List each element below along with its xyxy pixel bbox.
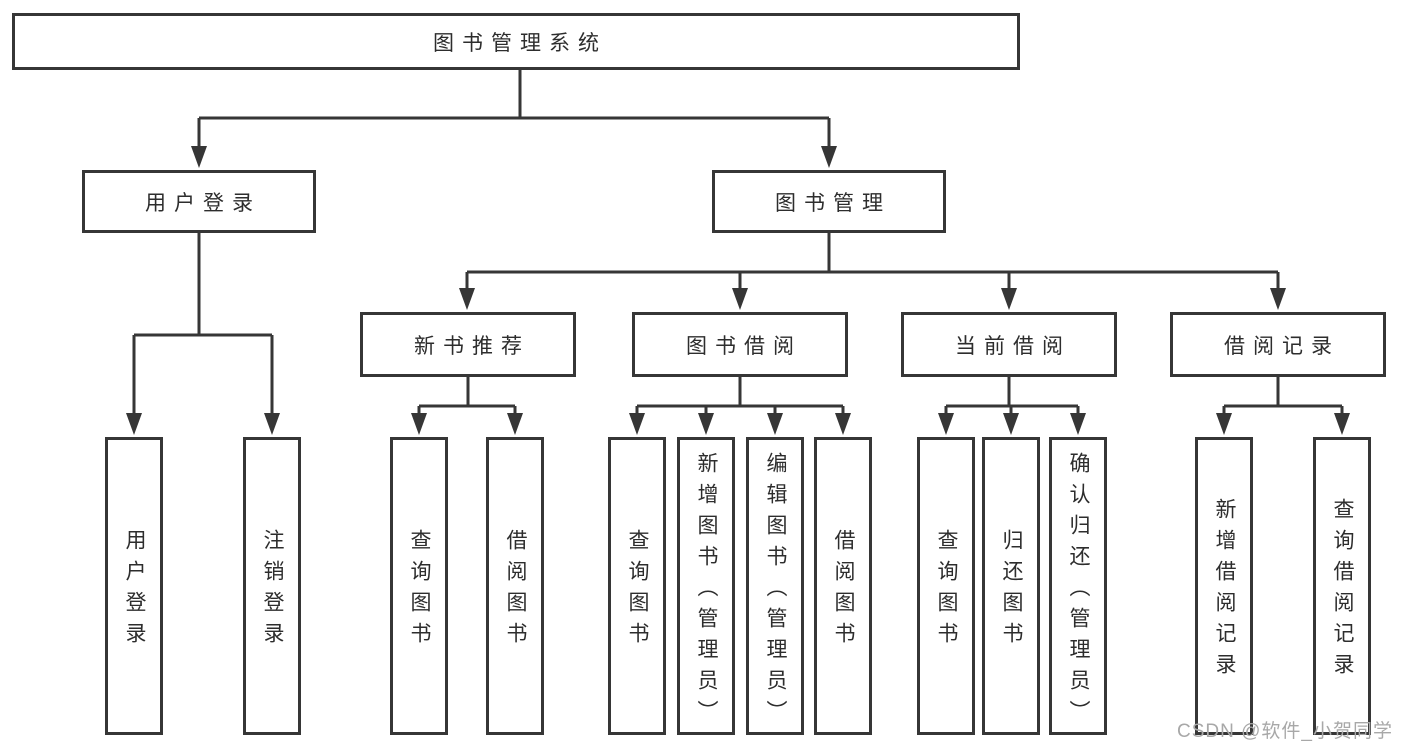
- node-label: 用户登录: [123, 529, 146, 653]
- node-library-management-system: 图书管理系统: [12, 13, 1020, 70]
- node-current-borrow: 当前借阅: [901, 312, 1117, 377]
- leaf-query-book-current: 查询图书: [917, 437, 975, 735]
- leaf-borrow-book: 借阅图书: [814, 437, 872, 735]
- leaf-add-borrow-record: 新增借阅记录: [1195, 437, 1253, 735]
- node-label: 借阅图书: [504, 529, 527, 653]
- node-label: 借阅记录: [1224, 334, 1340, 358]
- node-label: 当前借阅: [955, 334, 1071, 358]
- node-label: 查询借阅记录: [1331, 498, 1354, 684]
- node-book-borrow: 图书借阅: [632, 312, 848, 377]
- leaf-edit-book-admin: 编辑图书（管理员）: [746, 437, 804, 735]
- node-label: 确认归还（管理员）: [1067, 451, 1090, 731]
- node-label: 查询图书: [935, 529, 958, 653]
- node-label: 查询图书: [408, 529, 431, 653]
- node-label: 注销登录: [261, 529, 284, 653]
- node-label: 新增借阅记录: [1213, 498, 1236, 684]
- leaf-query-book-borrow: 查询图书: [608, 437, 666, 735]
- node-borrow-record: 借阅记录: [1170, 312, 1386, 377]
- leaf-confirm-return-admin: 确认归还（管理员）: [1049, 437, 1107, 735]
- node-label: 用户登录: [145, 191, 261, 215]
- node-label: 归还图书: [1000, 529, 1023, 653]
- leaf-logout: 注销登录: [243, 437, 301, 735]
- leaf-query-borrow-record: 查询借阅记录: [1313, 437, 1371, 735]
- node-label: 新书推荐: [414, 334, 530, 358]
- node-label: 图书借阅: [686, 334, 802, 358]
- node-label: 图书管理系统: [433, 31, 607, 55]
- leaf-add-book-admin: 新增图书（管理员）: [677, 437, 735, 735]
- node-label: 新增图书（管理员）: [695, 451, 718, 731]
- leaf-return-book: 归还图书: [982, 437, 1040, 735]
- csdn-watermark: CSDN @软件_小贺同学: [1177, 721, 1393, 742]
- node-label: 查询图书: [626, 529, 649, 653]
- node-label: 编辑图书（管理员）: [764, 451, 787, 731]
- node-book-management: 图书管理: [712, 170, 946, 233]
- node-new-book-recommend: 新书推荐: [360, 312, 576, 377]
- leaf-borrow-book-recommend: 借阅图书: [486, 437, 544, 735]
- leaf-user-login: 用户登录: [105, 437, 163, 735]
- leaf-query-book-recommend: 查询图书: [390, 437, 448, 735]
- node-label: 图书管理: [775, 191, 891, 215]
- node-label: 借阅图书: [832, 529, 855, 653]
- node-user-login: 用户登录: [82, 170, 316, 233]
